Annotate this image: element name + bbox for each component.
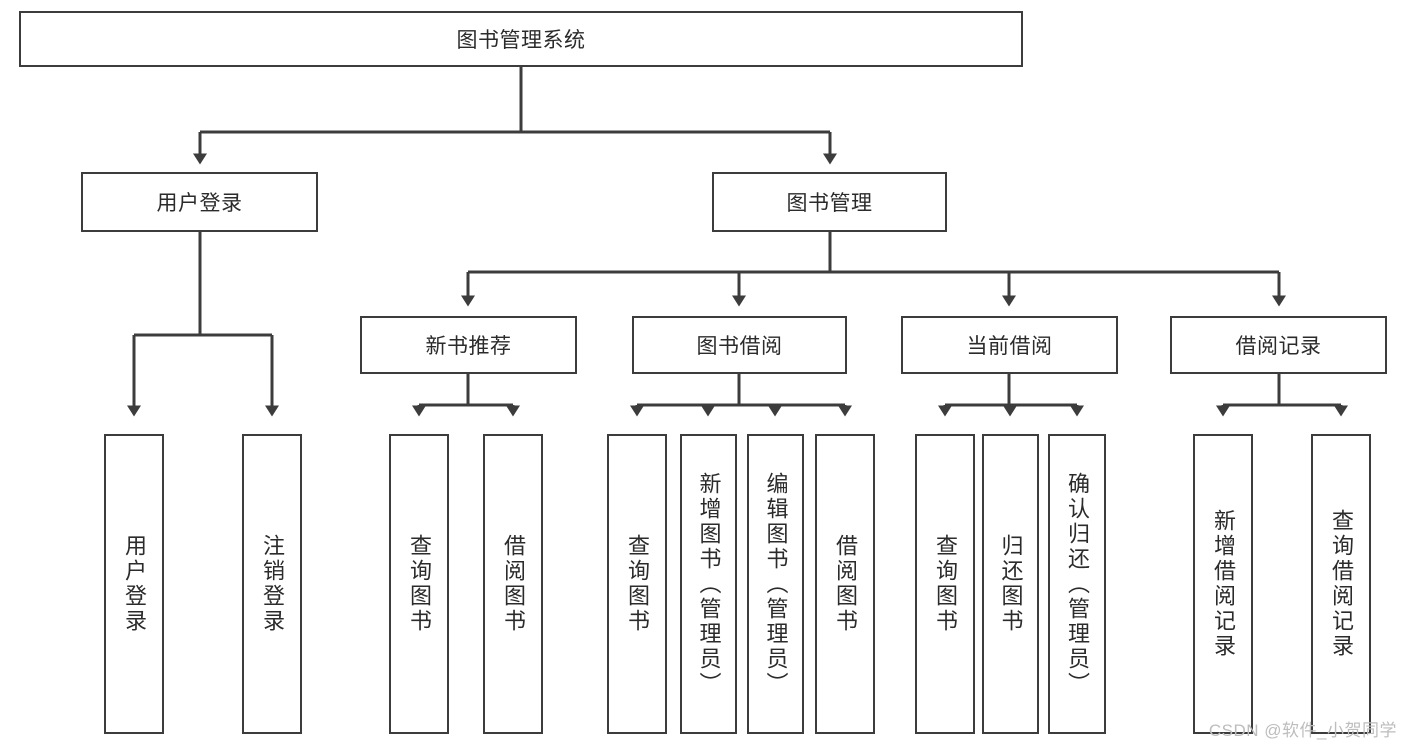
- node-label: 用户登录: [122, 534, 147, 634]
- node-leaf-query-book-current[interactable]: 查询图书: [915, 434, 975, 734]
- node-label: 查询借阅记录: [1329, 509, 1354, 659]
- node-label: 新增借阅记录: [1211, 509, 1236, 659]
- node-leaf-edit-book-admin[interactable]: 编辑图书（管理员）: [747, 434, 804, 734]
- node-user-login[interactable]: 用户登录: [81, 172, 318, 232]
- node-new-book-recommend[interactable]: 新书推荐: [360, 316, 577, 374]
- node-label: 新增图书（管理员）: [696, 471, 722, 697]
- node-label: 借阅图书: [501, 534, 526, 634]
- node-leaf-user-login[interactable]: 用户登录: [104, 434, 164, 734]
- node-leaf-query-book-recommend[interactable]: 查询图书: [389, 434, 449, 734]
- node-leaf-return-book[interactable]: 归还图书: [982, 434, 1039, 734]
- node-label: 查询图书: [933, 534, 958, 634]
- node-leaf-borrow-book[interactable]: 借阅图书: [815, 434, 875, 734]
- node-label: 图书管理系统: [456, 29, 586, 52]
- node-label: 用户登录: [156, 192, 243, 215]
- node-leaf-query-book[interactable]: 查询图书: [607, 434, 667, 734]
- node-leaf-confirm-return-admin[interactable]: 确认归还（管理员）: [1048, 434, 1106, 734]
- node-leaf-add-borrow-record[interactable]: 新增借阅记录: [1193, 434, 1253, 734]
- node-label: 图书管理: [786, 192, 873, 215]
- node-root-system[interactable]: 图书管理系统: [19, 11, 1023, 67]
- node-label: 借阅图书: [833, 534, 858, 634]
- node-label: 借阅记录: [1235, 335, 1322, 358]
- node-label: 当前借阅: [966, 335, 1053, 358]
- node-label: 注销登录: [260, 534, 285, 634]
- node-book-management[interactable]: 图书管理: [712, 172, 947, 232]
- node-label: 归还图书: [998, 534, 1024, 634]
- node-label: 查询图书: [407, 534, 432, 634]
- node-leaf-logout[interactable]: 注销登录: [242, 434, 302, 734]
- node-borrow-record[interactable]: 借阅记录: [1170, 316, 1387, 374]
- node-leaf-add-book-admin[interactable]: 新增图书（管理员）: [680, 434, 737, 734]
- node-leaf-borrow-book-recommend[interactable]: 借阅图书: [483, 434, 543, 734]
- node-label: 查询图书: [625, 534, 650, 634]
- node-label: 新书推荐: [425, 335, 512, 358]
- node-book-borrow[interactable]: 图书借阅: [632, 316, 847, 374]
- node-current-borrow[interactable]: 当前借阅: [901, 316, 1118, 374]
- node-label: 确认归还（管理员）: [1065, 471, 1090, 697]
- node-label: 图书借阅: [696, 335, 783, 358]
- node-label: 编辑图书（管理员）: [763, 471, 789, 697]
- watermark: CSDN @软件_小贺同学: [1208, 721, 1397, 740]
- node-leaf-query-borrow-record[interactable]: 查询借阅记录: [1311, 434, 1371, 734]
